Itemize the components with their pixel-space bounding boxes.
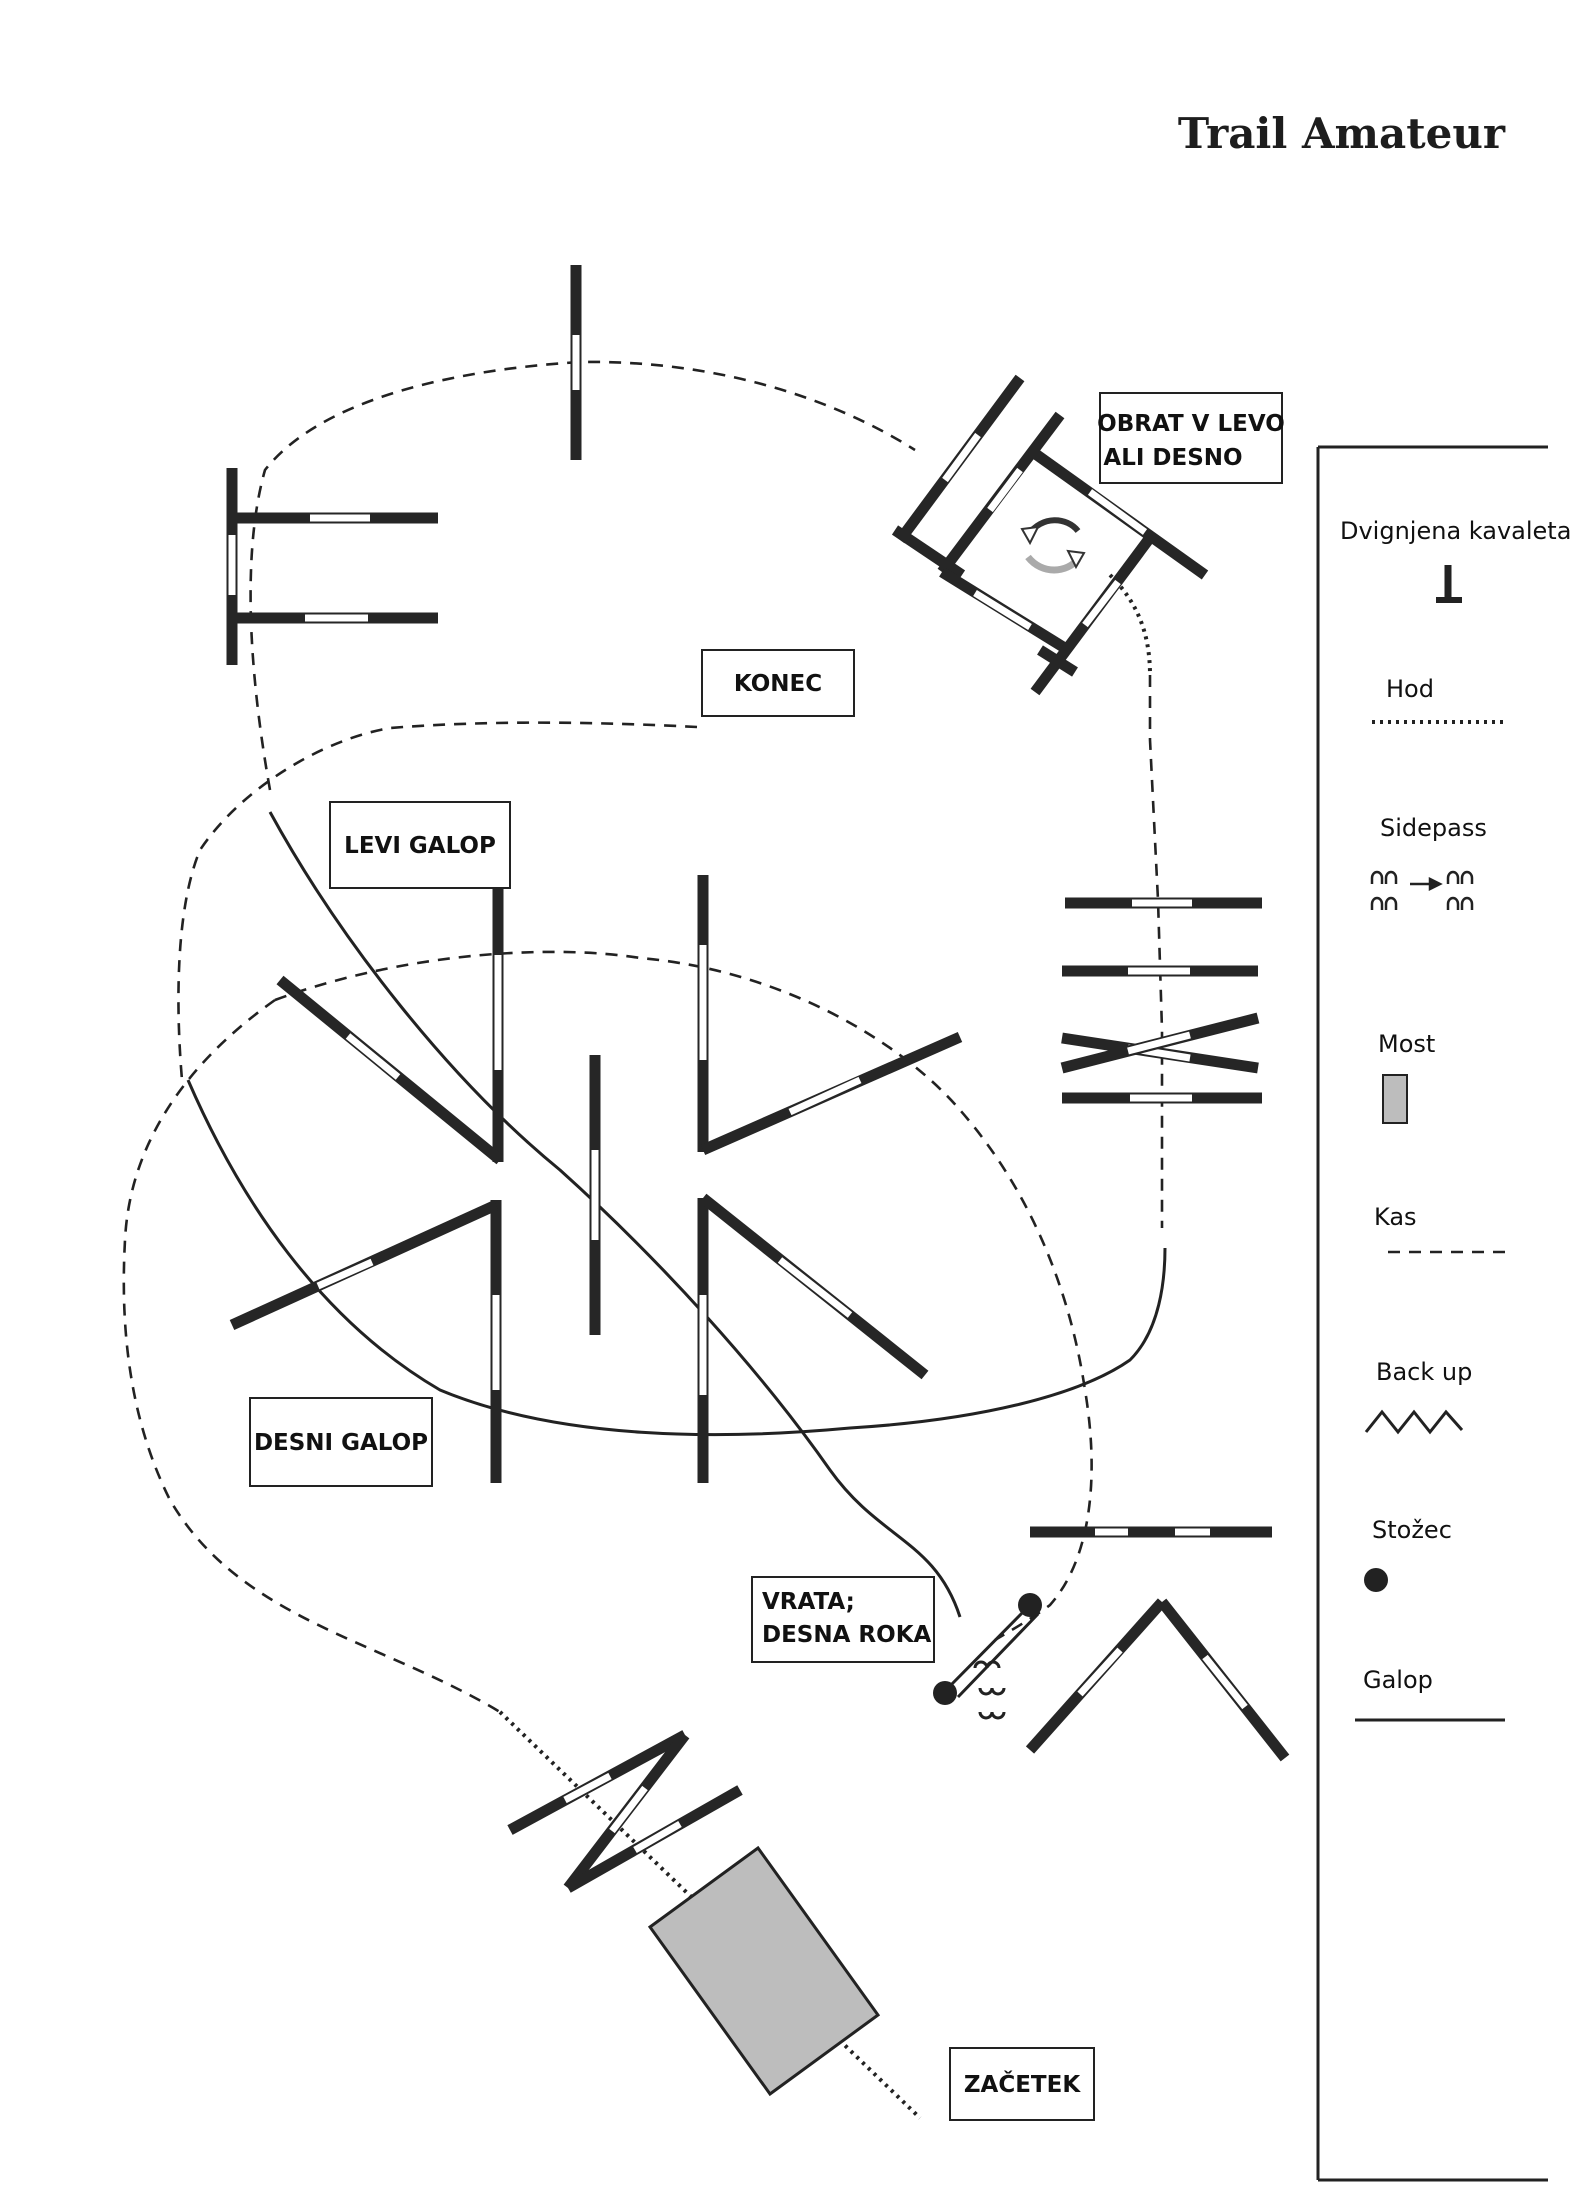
legend-bridge-label: Most [1378,1030,1435,1058]
bridge-icon [1382,1074,1408,1124]
cone-legend-icon [1364,1568,1388,1592]
sidepass-hooves-icon [973,1660,1006,1720]
label-levi-galop-text: LEVI GALOP [344,833,496,859]
legend-trot-label: Kas [1374,1203,1417,1231]
pole-lower-right-v [1025,1598,1290,1762]
legend-panel: Dvignjena kavaleta Hod Sidepass Most Kas… [1316,445,1571,2182]
cone-icon [933,1681,957,1705]
label-levi-galop: LEVI GALOP [329,801,511,889]
backup-zigzag-icon [1364,1409,1464,1435]
lope-path-right-lead [186,1079,1167,1437]
bridge [647,1845,881,2097]
label-zacetek-text: ZAČETEK [964,2070,1081,2098]
turn-arrows-icon [1020,517,1086,574]
legend-sidepass-label: Sidepass [1380,814,1487,842]
pole-left-t-group [226,468,438,665]
label-desni-galop-text: DESNI GALOP [254,1430,428,1456]
label-vrata-line1: VRATA; [762,1589,855,1615]
label-vrata: VRATA; DESNA ROKA [751,1576,935,1663]
lope-path-left-lead [268,811,962,1618]
label-obrat-line2: ALI DESNO [1103,445,1242,471]
label-konec: KONEC [701,649,855,717]
label-desni-galop: DESNI GALOP [249,1397,433,1487]
cone-icon [1018,1593,1042,1617]
label-konec-text: KONEC [734,671,822,697]
pole-center-upper [276,875,963,1335]
label-vrata-line2: DESNA ROKA [762,1622,932,1648]
legend-backup-label: Back up [1376,1358,1472,1386]
legend-lope-label: Galop [1363,1666,1433,1694]
walk-path-turn-box [1108,573,1152,676]
route-lines [122,360,1167,2120]
label-zacetek: ZAČETEK [949,2047,1095,2121]
trot-path-konec-loop [177,721,698,1081]
turn-box [891,374,1209,696]
trot-path-right-side [1148,675,1164,1228]
legend-cone-label: Stožec [1372,1516,1452,1544]
raised-cavaletti-icon [1436,565,1462,603]
pole-center-lower [229,1193,929,1483]
legend-walk-label: Hod [1386,675,1434,703]
gate [933,1593,1042,1705]
trot-path-top-loop [249,360,916,791]
backup-zigzag-poles [507,1730,743,1893]
walk-path-start [498,1710,922,2120]
trot-path-left-down [122,998,501,1714]
course-title: Trail Amateur [1178,109,1506,158]
label-obrat: OBRAT V LEVO ALI DESNO [1097,392,1285,484]
label-obrat-line1: OBRAT V LEVO [1097,411,1285,437]
sidepass-legend-icon [1370,870,1474,910]
trot-path-outer-left [274,950,1093,1642]
legend-raised-cavaletti-label: Dvignjena kavaleta [1340,517,1571,545]
pole-right-lines [1060,897,1262,1104]
